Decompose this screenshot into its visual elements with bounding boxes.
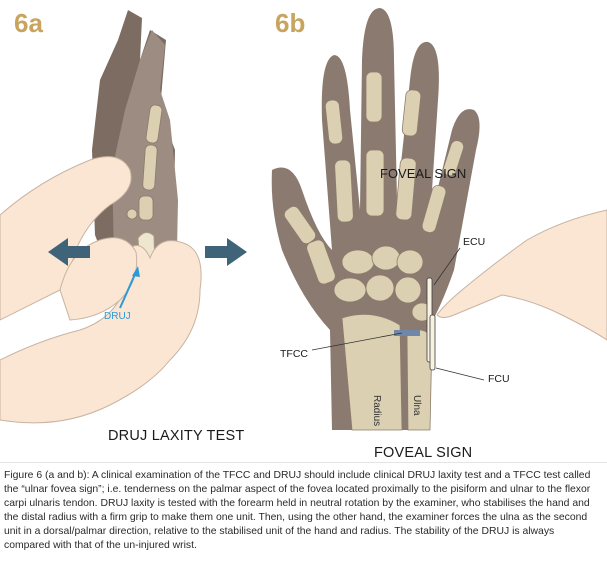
panel-6a-label: 6a [14,8,43,38]
examiner-pointing-hand [436,209,607,341]
tfcc-structure [394,330,420,336]
arrow-left-icon [48,238,90,266]
druj-callout-label: DRUJ [104,311,131,322]
tfcc-callout-label: TFCC [280,348,308,360]
tfcc-leader-line [311,332,403,351]
panel-6b-title: FOVEAL SIGN [374,445,473,461]
radius-label: Radius [371,395,382,426]
panel-6b-label: 6b [275,8,306,38]
radius-bone [341,313,403,431]
druj-pointer-line [119,271,137,309]
fcu-tendon [429,314,436,371]
figure-caption: Figure 6 (a and b): A clinical examinati… [0,462,607,581]
ulna-label: Ulna [411,395,422,416]
examiner-grip-hand [0,240,202,424]
finger-bones [126,104,163,221]
panel-6a-title: DRUJ LAXITY TEST [108,428,245,444]
arrow-right-icon [205,238,247,266]
fcu-leader-line [435,367,485,381]
fcu-callout-label: FCU [488,373,510,385]
hand-bones [283,71,465,322]
panel-6a-illustration [0,10,247,424]
ecu-callout-label: ECU [463,236,486,248]
figure-illustration: 6a DRUJ DRUJ LAXITY TEST [0,8,607,461]
panel-6b-top-title: FOVEAL SIGN [380,166,467,181]
ecu-leader-line [433,247,461,286]
druj-pointer-head [132,266,140,277]
panel-6b-illustration: Radius Ulna [271,8,607,431]
